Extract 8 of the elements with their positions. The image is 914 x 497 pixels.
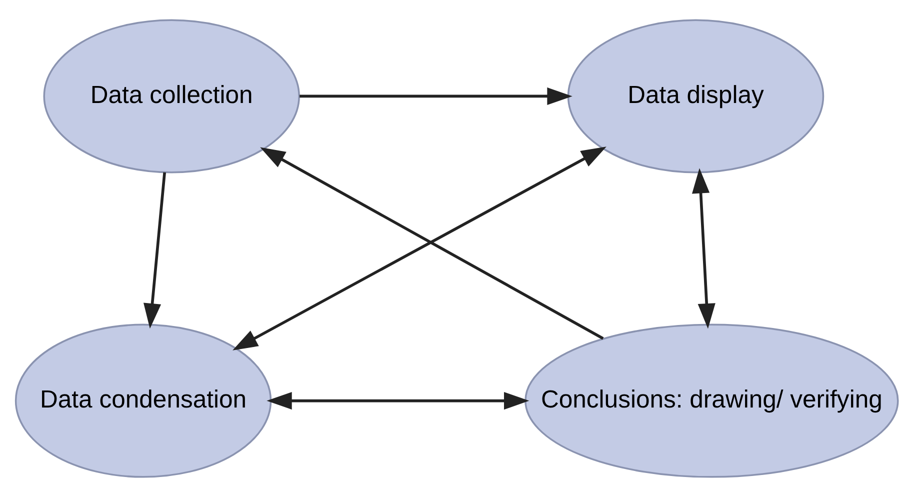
node-ellipse: Conclusions: drawing/ verifying [524,324,899,478]
arrow [692,168,716,329]
arrow [266,392,530,410]
arrow [300,87,572,106]
arrow [143,172,166,329]
node-ellipse: Data display [567,19,824,174]
node-ellipse: Data condensation [14,324,272,478]
node-ellipse: Data collection [43,19,300,174]
